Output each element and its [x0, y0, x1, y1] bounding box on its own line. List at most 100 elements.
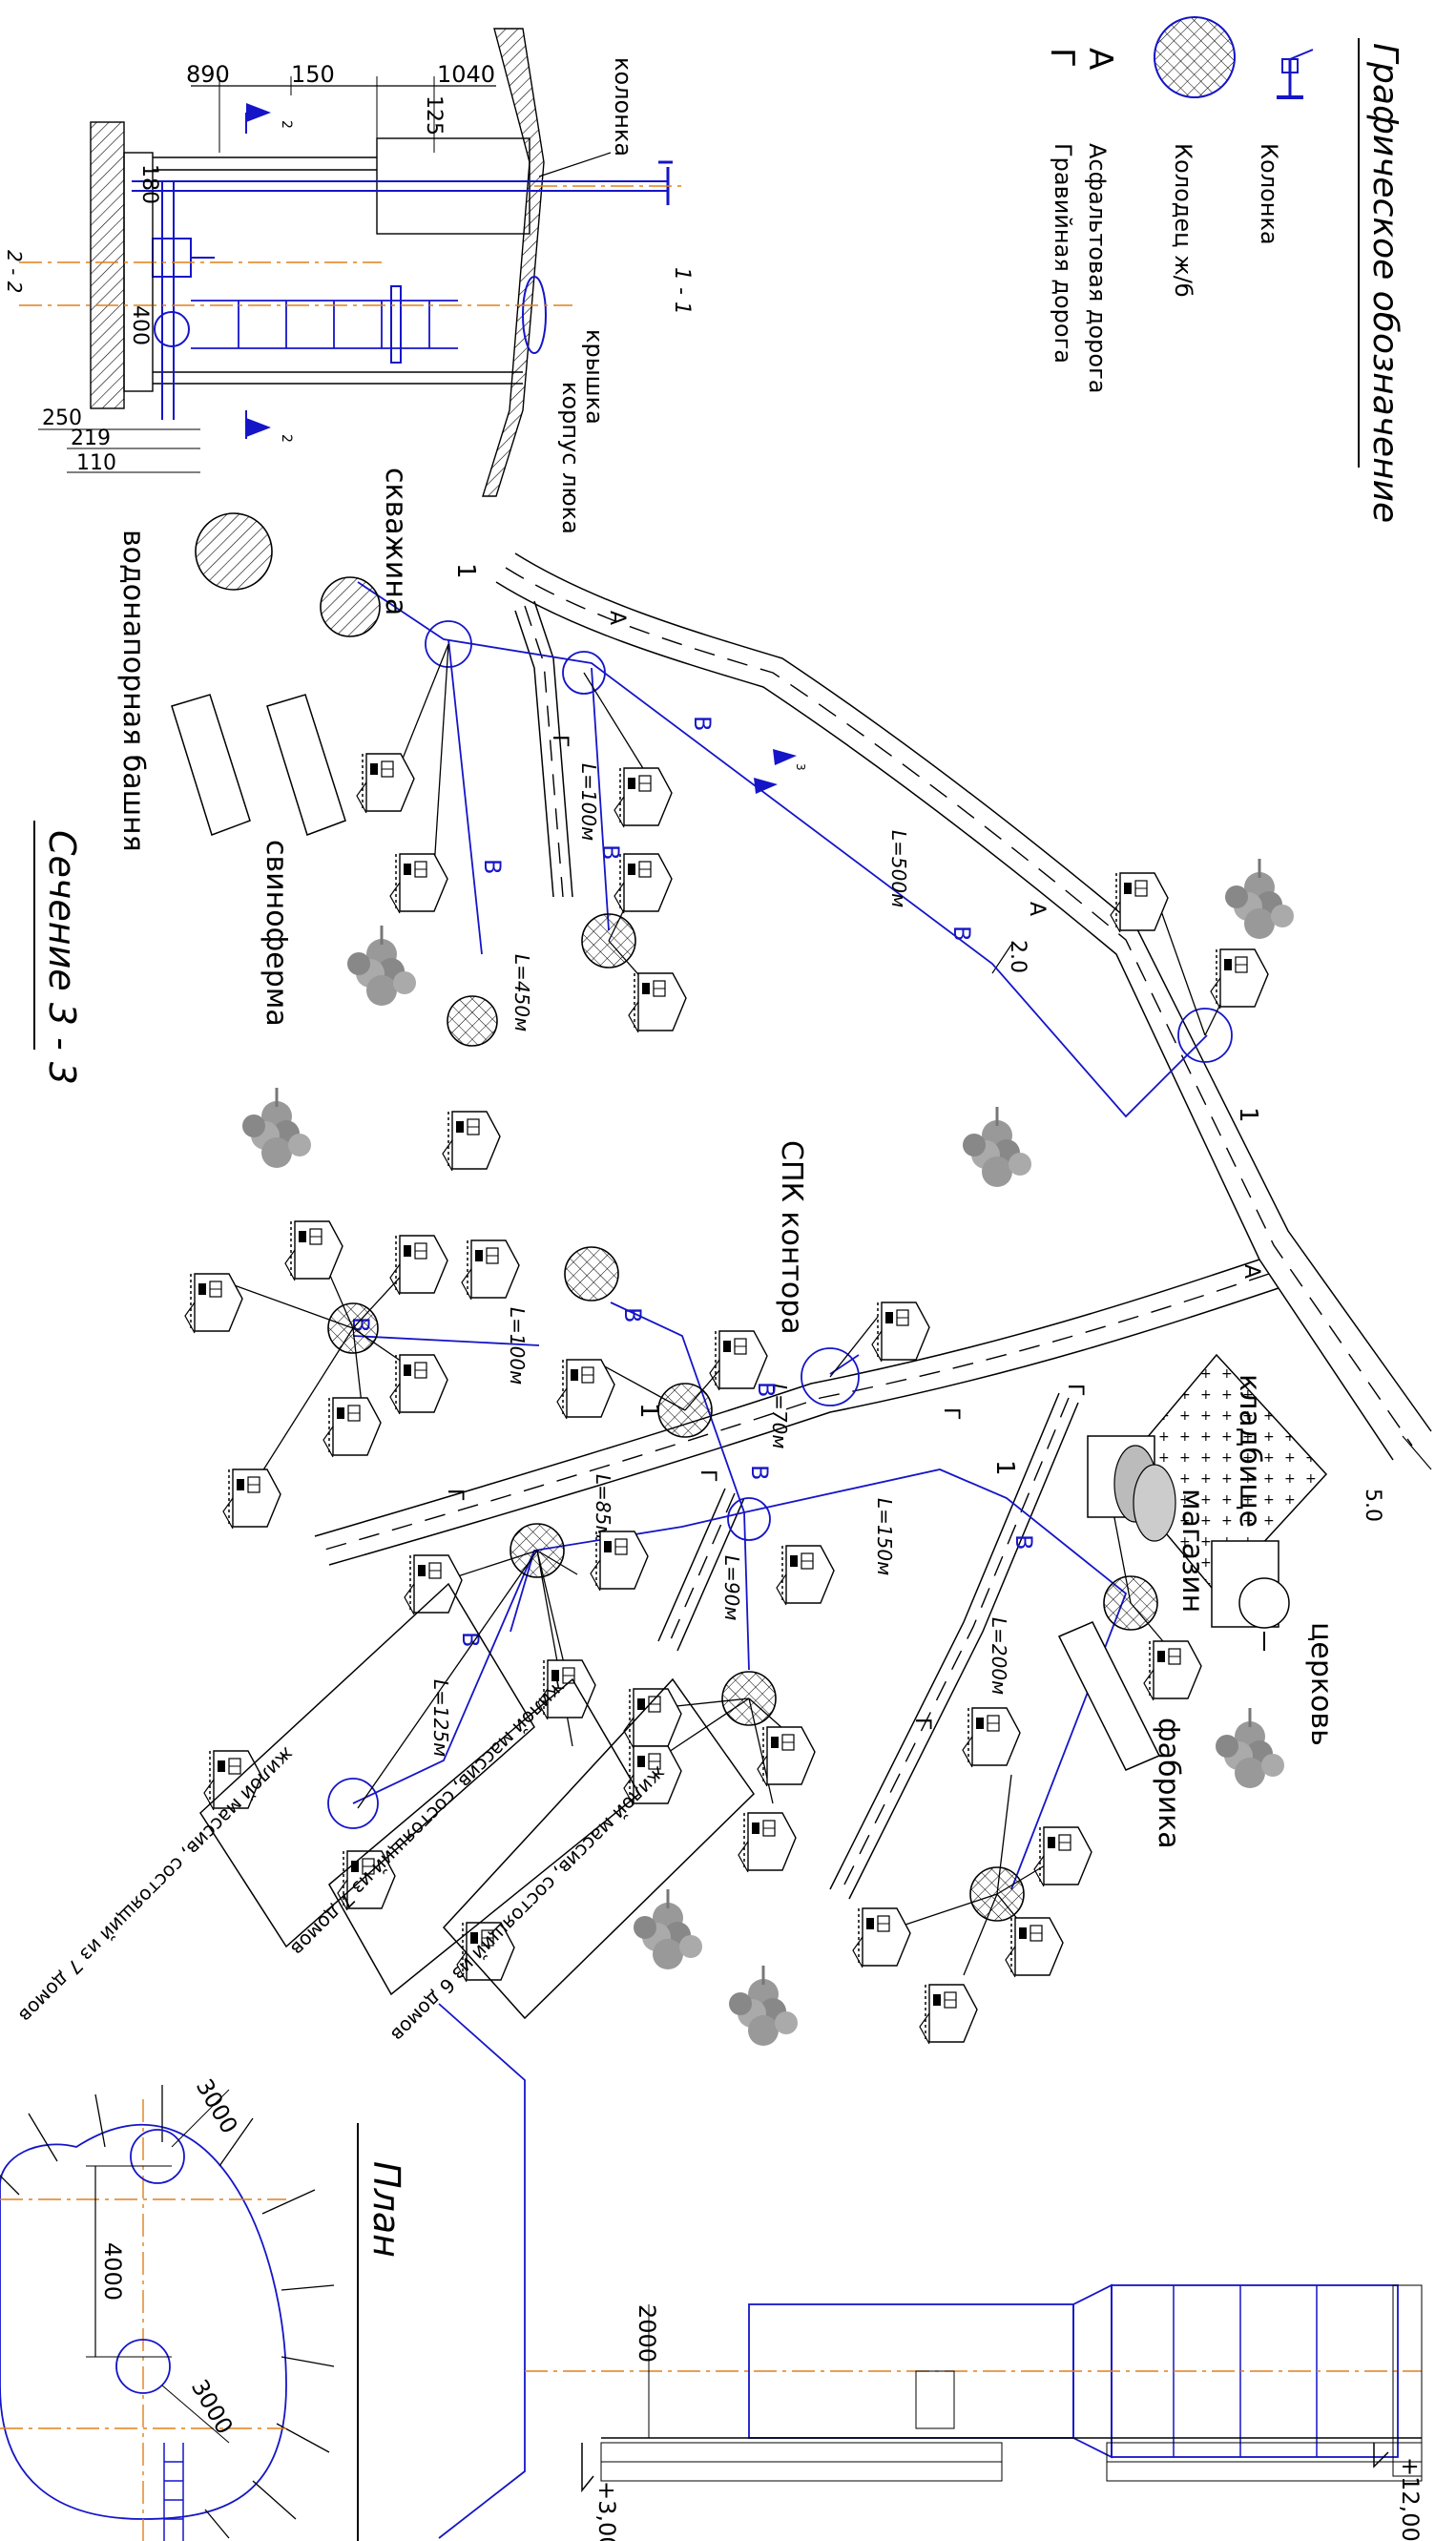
residential-zones: жилой массив, состоящий из 7 домов жилой… [14, 1582, 755, 2047]
label-water-tower: водонапорная башня [116, 530, 150, 852]
house [322, 1397, 382, 1458]
pipe-mark-1: В [689, 716, 716, 731]
pipe-mark-8: В [746, 1465, 773, 1480]
cut-mark-bottom: 2 [279, 434, 294, 443]
dim-400: 400 [128, 305, 152, 345]
legend-item-column: Колонка [1256, 143, 1282, 245]
legend-title: Графическое обозначение [1365, 43, 1404, 523]
house [623, 1688, 682, 1749]
house [184, 1273, 243, 1334]
pipe-mark-9: В [1010, 1534, 1037, 1550]
house [556, 1359, 615, 1420]
roads: А А А Г Г Г Г Г Г 2.0 5.0 [314, 552, 1432, 1900]
plan-dim-4000: 4000 [99, 2242, 126, 2301]
level-plus-3: +3,000 [593, 2481, 620, 2541]
well-icon [1177, 1008, 1233, 1063]
pipe-mark-2: В [597, 844, 624, 860]
well-icon [562, 651, 606, 695]
tree [961, 1105, 1033, 1189]
tree [1214, 1706, 1286, 1790]
house [1210, 948, 1269, 1010]
dim-890: 890 [186, 61, 230, 88]
house [871, 1302, 930, 1363]
road-mark-G-5: Г [443, 1489, 467, 1501]
label-cemetery: кладбище [1233, 1374, 1266, 1528]
facilities [171, 694, 1328, 1771]
house [356, 753, 415, 814]
dim-2000: 2000 [634, 2304, 660, 2363]
pipe-length-10: L=125м [429, 1679, 452, 1757]
well-icon [1154, 16, 1236, 98]
road-mark-A-1: А [605, 611, 629, 625]
wells [195, 512, 1233, 1922]
house [1005, 1917, 1064, 1978]
house [442, 1111, 501, 1172]
pipe-length-4: L=100м [506, 1307, 529, 1385]
pipe-length-3: L=450м [510, 954, 533, 1031]
pipe-length-2: L=500м [887, 830, 910, 907]
section-mark-1c: 1 [634, 1403, 663, 1419]
well-icon [801, 1347, 860, 1406]
tree [1223, 857, 1296, 941]
plan-labels: скважина водонапорная башня свиноферма С… [116, 468, 1338, 1849]
pipe-length-6: L=85м [592, 1474, 614, 1539]
pipe-mark-4: В [948, 926, 975, 941]
level-plus-12: +12,000 [1397, 2457, 1424, 2541]
tree [240, 1086, 313, 1170]
house [738, 1812, 797, 1873]
pipe-length-9: L=200м [988, 1617, 1010, 1695]
section-3-3-title: Сечение 3 - 3 [41, 830, 83, 1085]
dim-125: 125 [422, 95, 446, 135]
road-mark-A-3: А [1239, 1264, 1263, 1279]
house [776, 1545, 835, 1606]
road-width-2: 2.0 [1006, 940, 1030, 973]
plan-view: План [0, 2074, 407, 2541]
road-mark-G-6: Г [910, 1718, 934, 1730]
house [757, 1726, 816, 1787]
section-mark-1b: 1 [1234, 1107, 1262, 1123]
dim-219: 219 [71, 427, 111, 450]
plan-dim-3000-bottom: 3000 [186, 2375, 239, 2439]
road-mark-G-2: Г [1063, 1384, 1087, 1396]
tree [345, 924, 418, 1008]
section-1-1: 890 150 1040 125 180 400 250 219 110 2 2… [3, 28, 694, 534]
road-mark-G-3: Г [939, 1407, 963, 1420]
label-column: колонка [610, 57, 636, 156]
dim-1040: 1040 [437, 61, 495, 88]
road-mark-G-1: Г [548, 735, 572, 747]
label-well: скважина [379, 468, 412, 615]
house [389, 1235, 448, 1296]
cut-mark-top: 2 [279, 120, 294, 129]
house-connections [228, 643, 1241, 1976]
label-church: церковь [1304, 1622, 1338, 1746]
legend: Графическое обозначение Колонка Колодец … [1043, 16, 1404, 523]
house [852, 1907, 911, 1968]
well-icon [425, 620, 472, 668]
house [614, 767, 673, 828]
section-mark-1d: 1 [990, 1460, 1019, 1476]
label-shop: магазин [1175, 1489, 1209, 1613]
pipe-mark-5: В [619, 1307, 646, 1323]
pipe-mark-10: В [457, 1632, 484, 1647]
plan-view-title: План [365, 2161, 407, 2258]
house [1110, 872, 1169, 933]
tree [727, 1964, 800, 2048]
well-large-hatched [195, 512, 381, 637]
well-icon [447, 995, 498, 1047]
label-factory: фабрика [1152, 1718, 1185, 1849]
well-icon [564, 1246, 619, 1302]
well-icon [727, 1497, 771, 1541]
legend-symbol-asphalt: А [1081, 48, 1119, 70]
house [962, 1707, 1021, 1768]
label-pig-farm: свиноферма [260, 840, 293, 1027]
road-mark-G-4: Г [696, 1469, 719, 1482]
legend-item-asphalt: Асфальтовая дорога [1084, 143, 1111, 393]
section-3-3: Сечение 3 - 3 2000 +12,000 +3,000 [33, 821, 1424, 2541]
pipe-length-8: L=90м [720, 1555, 743, 1620]
plan-dim-3000-top: 3000 [191, 2074, 243, 2138]
house [222, 1468, 281, 1530]
dim-110: 110 [76, 451, 116, 475]
section-mark-1: 1 [451, 563, 480, 579]
legend-item-well: Колодец ж/б [1170, 143, 1196, 298]
